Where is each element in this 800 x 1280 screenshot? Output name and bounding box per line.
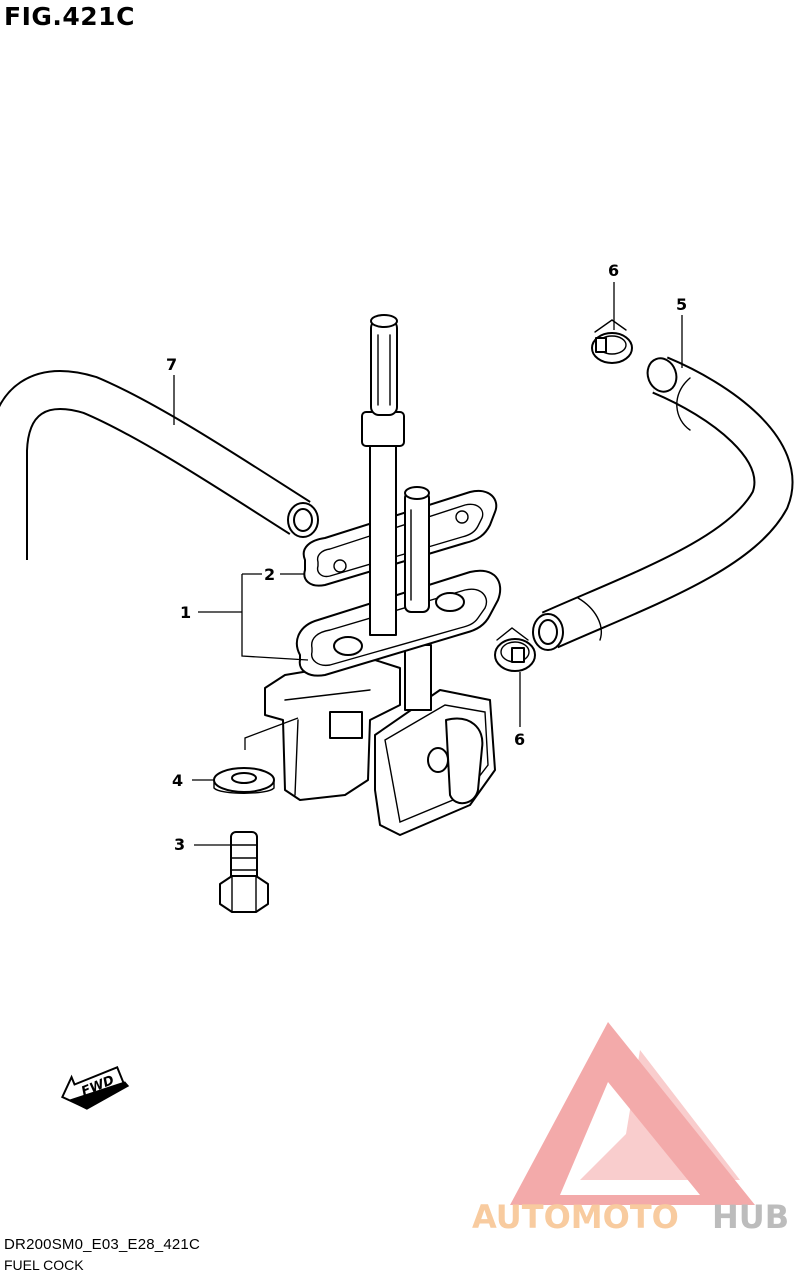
callout-5: 5 <box>676 295 687 314</box>
callout-2: 2 <box>264 565 275 584</box>
fwd-arrow: FWD <box>61 1065 130 1110</box>
leader-lines <box>173 282 683 846</box>
diagram-code: DR200SM0_E03_E28_421C <box>4 1236 200 1253</box>
callout-1: 1 <box>180 603 191 622</box>
hose-5 <box>532 356 794 651</box>
clamp-6-lower <box>494 627 536 672</box>
watermark-word-a: AUTOMOTO <box>472 1198 679 1236</box>
fuel-cock-flange <box>295 569 502 677</box>
watermark-word-b: HUB <box>712 1198 789 1236</box>
callout-7: 7 <box>166 355 177 374</box>
gasket-2 <box>302 489 498 587</box>
callout-4: 4 <box>172 771 183 790</box>
bolt-3 <box>219 831 269 913</box>
figure-title: FIG.421C <box>4 2 135 31</box>
callout-6-upper: 6 <box>608 261 619 280</box>
hose-7 <box>0 370 319 560</box>
watermark-logo: AUTOMOTO HUB <box>472 1022 789 1236</box>
strainer-tube <box>361 314 430 636</box>
washer-4 <box>213 767 275 794</box>
callout-3: 3 <box>174 835 185 854</box>
clamp-6-upper <box>591 319 633 364</box>
callout-6-lower: 6 <box>514 730 525 749</box>
diagram-caption: FUEL COCK <box>4 1257 84 1273</box>
fuel-cock-body <box>264 644 496 836</box>
